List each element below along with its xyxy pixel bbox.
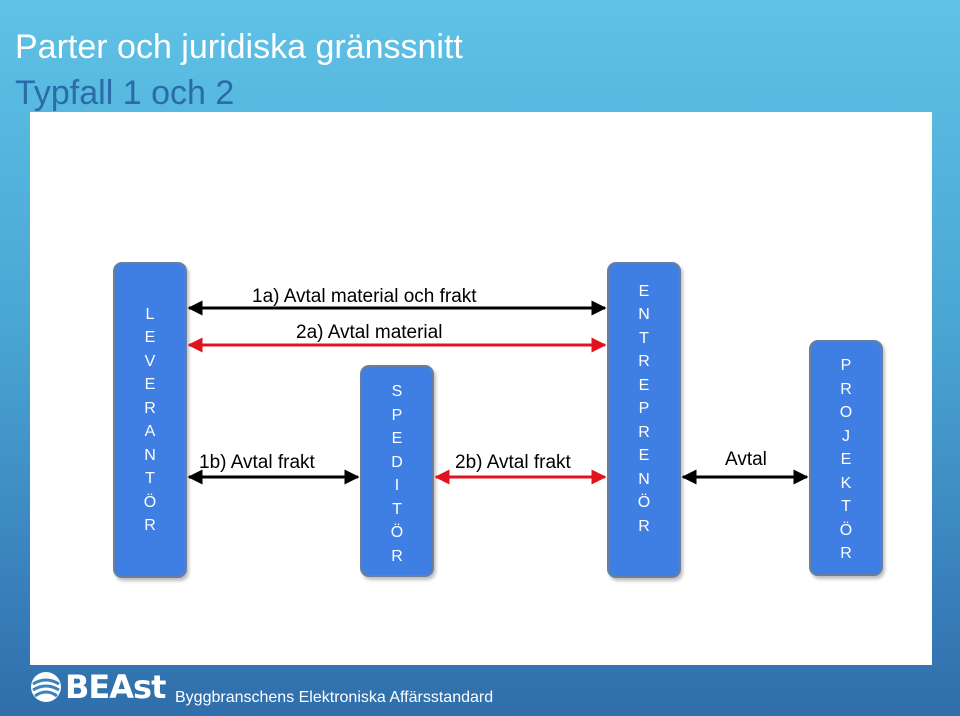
- box-letter: A: [144, 423, 156, 440]
- box-letter: S: [391, 383, 403, 400]
- box-letter: N: [144, 446, 156, 464]
- box-letter: P: [638, 400, 650, 418]
- logo-text: BEAst: [65, 668, 166, 706]
- box-letter: E: [638, 447, 650, 465]
- box-letter: E: [840, 451, 852, 469]
- box-letter: T: [841, 498, 851, 516]
- box-letter: Ö: [390, 524, 404, 541]
- box-letter: E: [144, 376, 156, 393]
- box-letter: O: [839, 404, 853, 422]
- box-letter: Ö: [143, 493, 157, 511]
- label-1b: 1b) Avtal frakt: [199, 452, 315, 473]
- box-letter: R: [638, 517, 650, 535]
- box-letter: Ö: [637, 494, 651, 512]
- box-letter: J: [842, 427, 850, 445]
- footer-text: Byggbranschens Elektroniska Affärsstanda…: [175, 689, 494, 706]
- box-letter: R: [638, 423, 650, 441]
- page-title: Parter och juridiska gränssnitt: [15, 28, 463, 66]
- logo-sun-icon: [31, 672, 61, 702]
- box-letter: L: [145, 305, 155, 323]
- box-letter: P: [840, 357, 852, 375]
- box-letter: E: [638, 376, 650, 394]
- box-letter: N: [638, 306, 650, 324]
- box-letter: R: [391, 547, 403, 565]
- box-letter: R: [144, 399, 156, 417]
- beast-logo: BEAst: [30, 667, 166, 707]
- box-letter: P: [391, 406, 403, 424]
- label-avtal: Avtal: [725, 449, 767, 470]
- box-letter: N: [638, 470, 650, 488]
- box-letter: E: [391, 430, 403, 447]
- label-1a: 1a) Avtal material och frakt: [252, 286, 477, 307]
- box-letter: R: [638, 353, 650, 371]
- box-letter: T: [145, 470, 155, 487]
- box-letter: E: [144, 329, 156, 346]
- label-2a: 2a) Avtal material: [296, 322, 443, 343]
- box-letter: E: [638, 282, 650, 300]
- page-subtitle: Typfall 1 och 2: [15, 74, 235, 112]
- box-letter: Ö: [839, 521, 853, 539]
- box-letter: T: [639, 329, 649, 347]
- box-letter: R: [144, 517, 156, 534]
- label-2b: 2b) Avtal frakt: [455, 452, 571, 473]
- box-letter: T: [392, 500, 402, 518]
- box-letter: D: [391, 453, 403, 471]
- box-letter: R: [840, 545, 852, 563]
- box-letter: R: [840, 380, 852, 398]
- box-letter: I: [394, 477, 400, 494]
- box-letter: K: [840, 474, 852, 492]
- box-letter: V: [144, 352, 156, 370]
